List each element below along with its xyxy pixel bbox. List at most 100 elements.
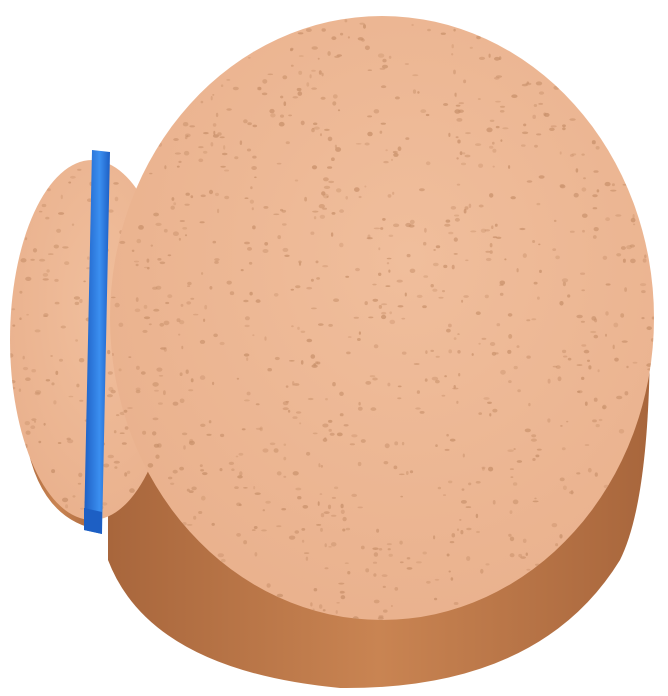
sponge-pore: [239, 471, 243, 476]
sponge-pore: [173, 202, 177, 206]
sponge-pore: [525, 552, 528, 556]
sponge-pore: [118, 322, 124, 327]
sponge-pore: [310, 354, 316, 359]
sponge-pore: [424, 227, 427, 233]
sponge-pore: [328, 323, 333, 327]
sponge-pore: [188, 490, 194, 493]
sponge-pore: [543, 112, 547, 116]
sponge-pore: [485, 563, 490, 566]
sponge-pore: [376, 528, 380, 533]
sponge-pore: [521, 83, 528, 87]
sponge-pore: [179, 466, 185, 471]
sponge-pore: [489, 250, 493, 254]
sponge-pore: [516, 345, 520, 348]
sponge-pore: [536, 448, 542, 451]
sponge-pore: [471, 353, 474, 356]
sponge-pore: [306, 451, 311, 456]
sponge-pore: [134, 308, 141, 313]
sponge-pore: [135, 387, 141, 391]
sponge-pore: [547, 418, 551, 423]
sponge-pore: [111, 296, 116, 299]
sponge-pore: [180, 303, 184, 307]
sponge-pore: [475, 513, 479, 519]
sponge-pore: [373, 227, 381, 230]
sponge-pore: [620, 313, 625, 318]
sponge-pore: [614, 357, 619, 362]
sponge-pore: [51, 469, 56, 474]
sponge-pore: [62, 246, 69, 249]
sponge-pore: [422, 305, 427, 309]
sponge-pore: [187, 281, 192, 286]
sponge-pore: [19, 290, 23, 294]
sponge-pore: [468, 203, 472, 208]
sponge-pore: [516, 460, 523, 463]
sponge-pore: [176, 318, 181, 323]
sponge-pore: [236, 533, 242, 537]
sponge-pore: [224, 195, 230, 200]
sponge-pore: [247, 122, 252, 126]
sponge-pore: [397, 385, 402, 388]
sponge-pore: [340, 591, 346, 594]
sponge-pore: [51, 382, 55, 386]
sponge-pore: [616, 395, 623, 400]
sponge-pore: [292, 416, 298, 419]
sponge-pore: [25, 443, 28, 449]
sponge-pore: [468, 482, 472, 486]
sponge-pore: [332, 94, 338, 99]
sponge-pore: [35, 390, 42, 395]
sponge-pore: [42, 278, 49, 281]
sponge-pore: [504, 258, 507, 261]
sponge-pore: [526, 180, 533, 183]
sponge-pore: [45, 216, 50, 220]
sponge-pore: [605, 311, 609, 316]
sponge-pore: [393, 223, 400, 228]
sponge-pore: [238, 452, 244, 456]
sponge-pore: [267, 73, 274, 76]
sponge-pore: [435, 355, 440, 358]
sponge-pore: [322, 423, 329, 428]
sponge-pore: [582, 213, 588, 218]
sponge-pore: [103, 463, 110, 468]
sponge-pore: [526, 355, 531, 359]
sponge-pore: [547, 378, 551, 384]
sponge-pore: [613, 322, 619, 328]
sponge-pore: [223, 145, 226, 150]
sponge-pore: [345, 275, 350, 278]
sponge-pore: [116, 414, 120, 417]
sponge-pore: [380, 85, 387, 89]
sponge-pore: [312, 432, 318, 435]
sponge-pore: [251, 529, 256, 531]
sponge-pore: [478, 56, 486, 61]
sponge-pore: [210, 142, 214, 147]
sponge-pore: [136, 238, 142, 244]
sponge-pore: [270, 113, 276, 118]
sponge-pore: [172, 401, 179, 406]
sponge-pore: [458, 373, 461, 377]
sponge-pore: [381, 303, 388, 306]
sponge-pore: [113, 460, 120, 464]
sponge-pore: [34, 329, 41, 333]
sponge-pore: [226, 280, 232, 285]
sponge-pore: [276, 162, 282, 165]
sponge-pore: [324, 543, 327, 548]
sponge-pore: [164, 165, 167, 170]
sponge-pore: [531, 434, 537, 438]
sponge-pore: [143, 266, 150, 269]
sponge-pore: [160, 347, 166, 350]
sponge-pore: [128, 356, 132, 358]
sponge-pore: [186, 488, 190, 492]
sponge-pore: [483, 397, 490, 400]
sponge-pore: [140, 371, 146, 375]
sponge-pore: [372, 377, 378, 381]
sponge-pore: [561, 447, 566, 451]
sponge-pore: [462, 453, 465, 458]
sponge-pore: [367, 69, 372, 71]
sponge-pore: [323, 177, 329, 182]
sponge-pore: [114, 302, 120, 308]
sponge-pore: [73, 296, 80, 300]
sponge-pore: [562, 124, 566, 128]
sponge-pore: [373, 344, 379, 349]
sponge-pore: [372, 298, 379, 302]
sponge-pore: [358, 195, 362, 199]
sponge-pore: [65, 504, 69, 509]
